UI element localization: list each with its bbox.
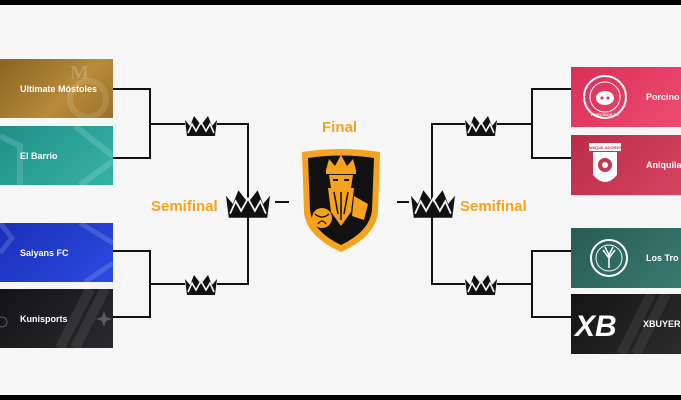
team-name: XBUYER xyxy=(643,319,681,329)
logo-text: PORCINOS FC xyxy=(591,112,619,117)
team-card-kunisports[interactable]: Kunisports xyxy=(0,289,113,348)
bracket-stage: M Ultimate Móstoles El Barrio Saiyans FC… xyxy=(0,5,681,395)
kunisports-crest-icon xyxy=(0,289,112,348)
king-shield-icon xyxy=(302,149,380,252)
crown-icon xyxy=(185,275,217,295)
semifinal-label-left: Semifinal xyxy=(151,198,218,215)
team-name: Ultimate Móstoles xyxy=(20,83,98,94)
bracket-lines xyxy=(113,88,571,318)
team-card-ultimate-mostoles[interactable]: M Ultimate Móstoles xyxy=(0,59,113,118)
semifinal-crown-icon xyxy=(411,190,455,218)
semifinal-label-right: Semifinal xyxy=(460,198,527,215)
aniquiladores-crest-icon: ANIQUILADORES xyxy=(588,143,622,182)
team-card-el-barrio[interactable]: El Barrio xyxy=(0,126,113,185)
team-name: Kunisports xyxy=(20,313,68,324)
team-card-xbuyer[interactable]: XB XBUYER xyxy=(571,294,681,354)
team-name: Los Tro xyxy=(646,253,679,263)
final-label: Final xyxy=(322,119,358,136)
el-barrio-crest-icon xyxy=(0,126,113,185)
porcino-crest-icon: PORCINOS FC xyxy=(583,75,627,119)
team-name: Porcino xyxy=(646,92,680,102)
team-name: El Barrio xyxy=(20,150,58,161)
team-card-saiyans-fc[interactable]: Saiyans FC xyxy=(0,223,113,282)
team-card-aniquila[interactable]: ANIQUILADORES Aniquila xyxy=(571,135,681,195)
ultimate-mostoles-crest-icon: M xyxy=(67,62,109,118)
team-card-los-tro[interactable]: Los Tro xyxy=(571,228,681,288)
xbuyer-logo-icon: XB xyxy=(573,294,671,354)
logo-text: ANIQUILADORES xyxy=(588,145,622,150)
team-card-porcino[interactable]: PORCINOS FC Porcino xyxy=(571,67,681,127)
semifinal-crown-icon xyxy=(226,190,270,218)
los-tro-crest-icon xyxy=(590,239,628,277)
logo-text: XB xyxy=(573,310,617,343)
crown-icon xyxy=(465,275,497,295)
svg-text:M: M xyxy=(70,62,89,84)
team-name: Saiyans FC xyxy=(20,247,69,258)
saiyans-crest-icon xyxy=(0,223,113,282)
crown-icon xyxy=(465,116,497,136)
crown-icon xyxy=(185,116,217,136)
team-name: Aniquila xyxy=(646,160,681,170)
